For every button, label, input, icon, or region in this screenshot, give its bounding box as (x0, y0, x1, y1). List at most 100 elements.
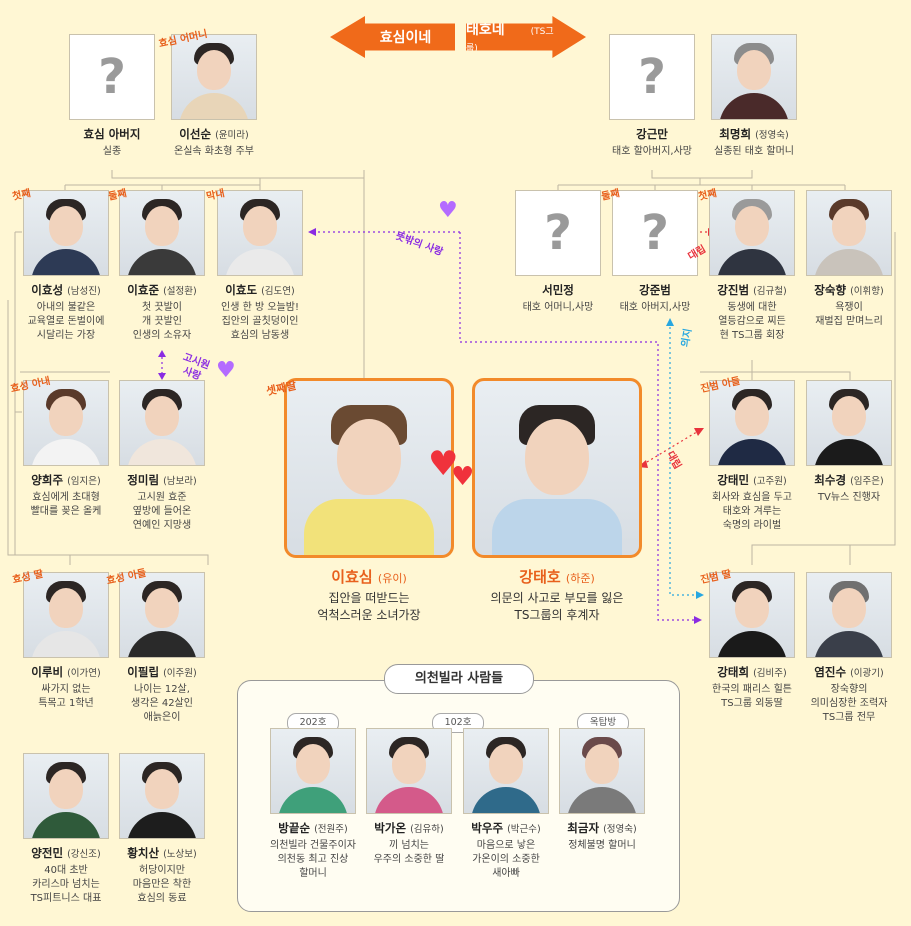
unknown-photo: ? (69, 34, 155, 120)
card-taehui: 강태희 (김비주) 한국의 패리스 힐튼 TS그룹 외동딸 (697, 572, 807, 711)
person-photo (119, 572, 205, 658)
person-desc: 40대 초반 카리스마 넘치는 TS피트니스 대표 (30, 865, 102, 904)
person-desc: 의천빌라 건물주이자 의천동 최고 진상 할머니 (270, 840, 356, 879)
person-desc: 태호 아버지,사망 (619, 302, 691, 313)
red-heart-icon: ♥ (451, 462, 475, 492)
person-name: 정미림 (남보라) (127, 473, 197, 487)
person-name: 박가온 (김유하) (374, 821, 444, 835)
person-desc: 회사와 효심을 두고 태호와 겨루는 숙명의 라이벌 (712, 492, 792, 531)
person-desc: 나이는 12살, 생각은 42살인 애늙은이 (131, 684, 193, 723)
person-name: 이루비 (이가연) (31, 665, 101, 679)
person-desc: 허당이지만 마음만은 착한 효심의 동료 (132, 865, 192, 904)
card-gaon: 박가온 (김유하) 끼 넘치는 우주의 소중한 딸 (354, 728, 464, 867)
person-name: 강태호 (하준) (519, 568, 595, 586)
person-desc: 장숙향의 의미심장한 조력자 TS그룹 전무 (810, 684, 888, 723)
card-hyoseong: 이효성 (남성진) 아내의 불같은 교육열로 돈벌이에 시달리는 가장 (11, 190, 121, 343)
villa-title: 의천빌라 사람들 (384, 664, 534, 694)
person-photo (463, 728, 549, 814)
person-desc: 의문의 사고로 부모를 잃은 TS그룹의 후계자 (490, 591, 624, 622)
question-mark-icon: ? (638, 49, 666, 105)
person-photo (217, 190, 303, 276)
taeho-family-arrow[interactable]: 태호네(TS그룹) (466, 16, 586, 58)
card-sukhyang: 장숙향 (이휘향) 욕쟁이 재벌집 맏며느리 (794, 190, 904, 329)
card-rubi: 이루비 (이가연) 싸가지 없는 특목고 1학년 (11, 572, 121, 711)
person-photo (270, 728, 356, 814)
person-name: 양희주 (임지은) (31, 473, 101, 487)
card-taemin: 강태민 (고주원) 회사와 효심을 두고 태호와 겨루는 숙명의 라이벌 (697, 380, 807, 533)
person-desc: 집안을 떠받드는 억척스러운 소녀가장 (317, 591, 421, 622)
card-junbeom: ? 강준범 태호 아버지,사망 (600, 190, 710, 315)
person-desc: 실종 (102, 146, 122, 157)
person-desc: 첫 끗발이 개 끗발인 인생의 소유자 (132, 302, 192, 341)
card-father: ? 효심 아버지 실종 (57, 34, 167, 159)
relation-fate-love: 뜻밖의 사랑 (394, 230, 445, 259)
card-jinsu: 염진수 (이광기) 장숙향의 의미심장한 조력자 TS그룹 전무 (794, 572, 904, 725)
person-name: 이효준 (설정환) (127, 283, 197, 297)
question-mark-icon: ? (544, 205, 572, 261)
hyosim-family-arrow[interactable]: 효심이네 (330, 16, 455, 58)
red-heart-icon: ♥ (428, 444, 459, 484)
person-photo (806, 190, 892, 276)
person-name: 이효성 (남성진) (31, 283, 101, 297)
card-minjeong: ? 서민정 태호 어머니,사망 (503, 190, 613, 315)
unknown-photo: ? (609, 34, 695, 120)
person-photo (559, 728, 645, 814)
relation-suspicion: 의지 (680, 327, 695, 348)
person-name: 이필립 (이주원) (127, 665, 197, 679)
person-desc: 아내의 불같은 교육열로 돈벌이에 시달리는 가장 (27, 302, 105, 341)
person-desc: 싸가지 없는 특목고 1학년 (38, 684, 94, 709)
unknown-photo: ? (612, 190, 698, 276)
person-name: 최명희 (정영숙) (719, 127, 789, 141)
person-desc: 고시원 효준 옆방에 들어온 연예인 지망생 (132, 492, 192, 531)
person-name: 방끝순 (전원주) (278, 821, 348, 835)
card-ggeutsun: 방끝순 (전원주) 의천빌라 건물주이자 의천동 최고 진상 할머니 (258, 728, 368, 881)
person-desc: 온실속 화초형 주부 (174, 146, 254, 157)
person-name: 효심 아버지 (83, 127, 141, 141)
person-desc: 정체불명 할머니 (568, 840, 636, 851)
purple-heart-icon: ♥ (438, 198, 458, 223)
card-hyojun: 이효준 (설정환) 첫 끗발이 개 끗발인 인생의 소유자 (107, 190, 217, 343)
person-desc: 마음으로 낳은 가온이의 소중한 새아빠 (472, 840, 540, 879)
person-desc: 태호 할아버지,사망 (612, 146, 692, 157)
person-photo (711, 34, 797, 120)
person-name: 최수경 (임주은) (814, 473, 884, 487)
person-photo (709, 380, 795, 466)
person-desc: 욕쟁이 재벌집 맏며느리 (815, 302, 883, 327)
person-photo (23, 753, 109, 839)
person-photo (284, 378, 454, 558)
hyosim-family-label: 효심이네 (379, 30, 432, 46)
person-photo (23, 380, 109, 466)
person-name: 강태민 (고주원) (717, 473, 787, 487)
person-photo (806, 572, 892, 658)
person-photo (23, 190, 109, 276)
person-name: 강근만 (636, 127, 668, 141)
person-photo (472, 378, 642, 558)
person-name: 강준범 (639, 283, 671, 297)
card-mirim: 정미림 (남보라) 고시원 효준 옆방에 들어온 연예인 지망생 (107, 380, 217, 533)
person-desc: TV뉴스 진행자 (817, 492, 881, 503)
card-mother: 이선순 (윤미라) 온실속 화초형 주부 (159, 34, 269, 159)
card-sugyeong: 최수경 (임주은) TV뉴스 진행자 (794, 380, 904, 505)
card-huiju: 양희주 (임지은) 효심에게 초대형 빨대를 꽂은 올케 (11, 380, 121, 519)
unknown-photo: ? (515, 190, 601, 276)
card-uju: 박우주 (박근수) 마음으로 낳은 가온이의 소중한 새아빠 (451, 728, 561, 881)
person-desc: 끼 넘치는 우주의 소중한 딸 (373, 840, 445, 865)
person-photo (119, 380, 205, 466)
person-photo (23, 572, 109, 658)
person-name: 황치산 (노상보) (127, 846, 197, 860)
card-taeho: 강태호 (하준) 의문의 사고로 부모를 잃은 TS그룹의 후계자 (462, 378, 652, 624)
person-name: 강태희 (김비주) (717, 665, 787, 679)
person-name: 이효심 (유이) (331, 568, 407, 586)
person-photo (709, 572, 795, 658)
person-photo (119, 753, 205, 839)
card-pillip: 이필립 (이주원) 나이는 12살, 생각은 42살인 애늙은이 (107, 572, 217, 725)
person-name: 염진수 (이광기) (814, 665, 884, 679)
card-geumja: 최금자 (정영숙) 정체불명 할머니 (547, 728, 657, 853)
card-chisan: 황치산 (노상보) 허당이지만 마음만은 착한 효심의 동료 (107, 753, 217, 906)
person-photo (806, 380, 892, 466)
card-hyosim: 이효심 (유이) 집안을 떠받드는 억척스러운 소녀가장 (274, 378, 464, 624)
card-jinbeom: 강진범 (김규철) 동생에 대한 열등감으로 찌든 현 TS그룹 회장 (697, 190, 807, 343)
person-name: 박우주 (박근수) (471, 821, 541, 835)
question-mark-icon: ? (641, 205, 669, 261)
purple-heart-icon: ♥ (216, 358, 236, 383)
